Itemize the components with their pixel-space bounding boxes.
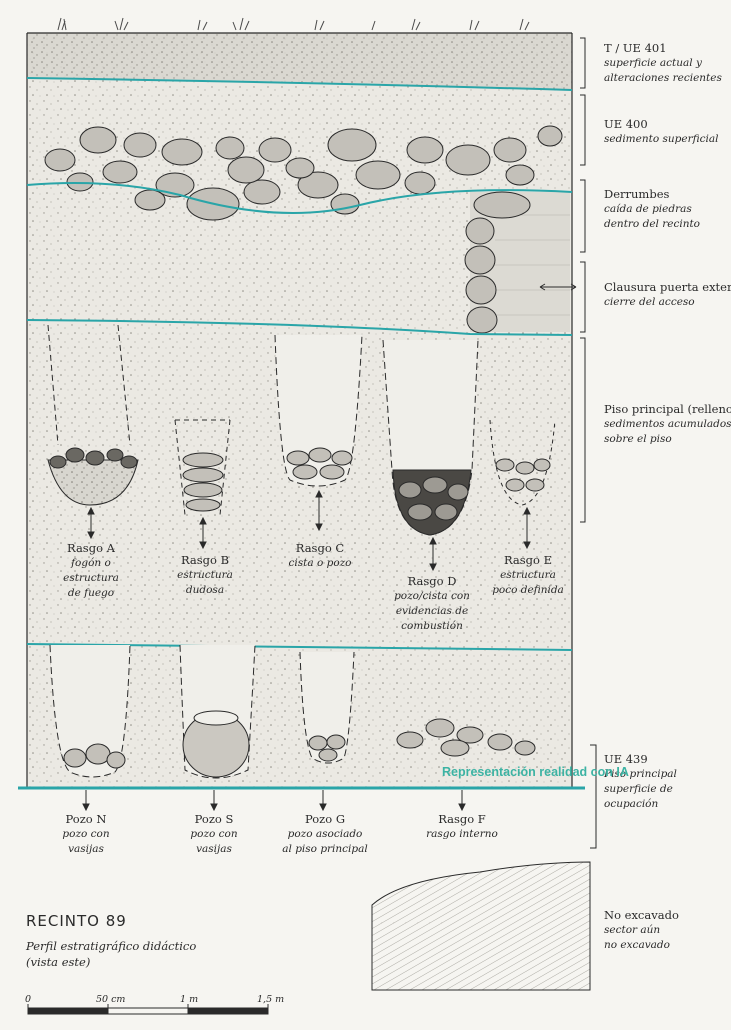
pit-label-rasgo-f: Rasgo F rasgo interno: [426, 812, 498, 842]
pit-desc-line: rasgo interno: [426, 827, 498, 842]
pit-name: Pozo S: [190, 812, 237, 827]
layer-desc-line: cierre del acceso: [604, 295, 731, 310]
feature-name: Rasgo C: [289, 541, 352, 556]
feature-desc-line: combustión: [394, 619, 470, 634]
pit-desc-line: pozo con: [62, 827, 109, 842]
feature-label-rasgo-d: Rasgo D pozo/cista con evidencias de com…: [394, 574, 470, 634]
drawing-subtitle: Perfil estratigráfico didáctico (vista e…: [26, 938, 196, 970]
pit-label-pozo-s: Pozo S pozo con vasijas: [190, 812, 237, 857]
scale-label-1m: 1 m: [180, 994, 198, 1005]
pit-name: Rasgo F: [426, 812, 498, 827]
layer-label-clausura: Clausura puerta exterior cierre del acce…: [604, 280, 731, 310]
layer-code: Clausura puerta exterior: [604, 280, 731, 295]
layer-code: No excavado: [604, 908, 679, 923]
layer-code: Piso principal (relleno): [604, 402, 731, 417]
layer-label-ue400: UE 400 sedimento superficial: [604, 117, 718, 147]
feature-desc-line: fogón o: [63, 556, 119, 571]
layer-label-piso-relleno: Piso principal (relleno) sedimentos acum…: [604, 402, 731, 447]
layer-desc-line: ocupación: [604, 797, 677, 812]
pit-label-pozo-n: Pozo N pozo con vasijas: [62, 812, 109, 857]
subtitle-line: Perfil estratigráfico didáctico: [26, 938, 196, 954]
pit-desc-line: pozo asociado: [282, 827, 368, 842]
scale-label-1-5m: 1,5 m: [257, 994, 284, 1005]
feature-name: Rasgo B: [177, 553, 233, 568]
ai-watermark: Representación realidad con IA: [442, 765, 629, 779]
pit-name: Pozo G: [282, 812, 368, 827]
feature-desc-line: de fuego: [63, 586, 119, 601]
feature-name: Rasgo E: [492, 553, 564, 568]
pit-desc-line: pozo con: [190, 827, 237, 842]
feature-desc-line: poco definida: [492, 583, 564, 598]
feature-name: Rasgo A: [63, 541, 119, 556]
layer-desc-line: sedimentos acumulados: [604, 417, 731, 432]
scale-bar: [28, 1004, 268, 1014]
feature-desc-line: dudosa: [177, 583, 233, 598]
layer-desc-line: sobre el piso: [604, 432, 731, 447]
layer-label-t401: T / UE 401 superficie actual y alteracio…: [604, 41, 722, 86]
layer-label-derrumbes: Derrumbes caída de piedras dentro del re…: [604, 187, 700, 232]
feature-desc-line: estructura: [177, 568, 233, 583]
door-closure-wall: [465, 192, 570, 333]
unexcavated-sector: [372, 862, 590, 990]
feature-label-rasgo-c: Rasgo C cista o pozo: [289, 541, 352, 571]
feature-desc-line: estructura: [492, 568, 564, 583]
pit-label-pozo-g: Pozo G pozo asociado al piso principal: [282, 812, 368, 857]
feature-name: Rasgo D: [394, 574, 470, 589]
layer-desc-line: dentro del recinto: [604, 217, 700, 232]
layer-desc-line: superficie actual y: [604, 56, 722, 71]
feature-desc-line: estructura: [63, 571, 119, 586]
layer-label-ue439: UE 439 Piso principal superficie de ocup…: [604, 752, 677, 812]
feature-label-rasgo-b: Rasgo B estructura dudosa: [177, 553, 233, 598]
layer-label-no-excavado: No excavado sector aún no excavado: [604, 908, 679, 953]
layer-desc-line: alteraciones recientes: [604, 71, 722, 86]
drawing-title: RECINTO 89: [26, 912, 127, 930]
pit-name: Pozo N: [62, 812, 109, 827]
feature-desc-line: pozo/cista con: [394, 589, 470, 604]
pit-desc-line: al piso principal: [282, 842, 368, 857]
layer-desc-line: sedimento superficial: [604, 132, 718, 147]
feature-desc-line: cista o pozo: [289, 556, 352, 571]
feature-label-rasgo-e: Rasgo E estructura poco definida: [492, 553, 564, 598]
layer-desc-line: sector aún: [604, 923, 679, 938]
scale-label-50cm: 50 cm: [96, 994, 125, 1005]
layer-desc-line: caída de piedras: [604, 202, 700, 217]
layer-desc-line: no excavado: [604, 938, 679, 953]
pit-desc-line: vasijas: [190, 842, 237, 857]
feature-label-rasgo-a: Rasgo A fogón o estructura de fuego: [63, 541, 119, 601]
layer-code: Derrumbes: [604, 187, 700, 202]
feature-desc-line: evidencias de: [394, 604, 470, 619]
scale-label-0: 0: [25, 994, 31, 1005]
layer-code: T / UE 401: [604, 41, 722, 56]
pit-desc-line: vasijas: [62, 842, 109, 857]
layer-desc-line: superficie de: [604, 782, 677, 797]
layer-code: UE 400: [604, 117, 718, 132]
subtitle-line: (vista este): [26, 954, 196, 970]
